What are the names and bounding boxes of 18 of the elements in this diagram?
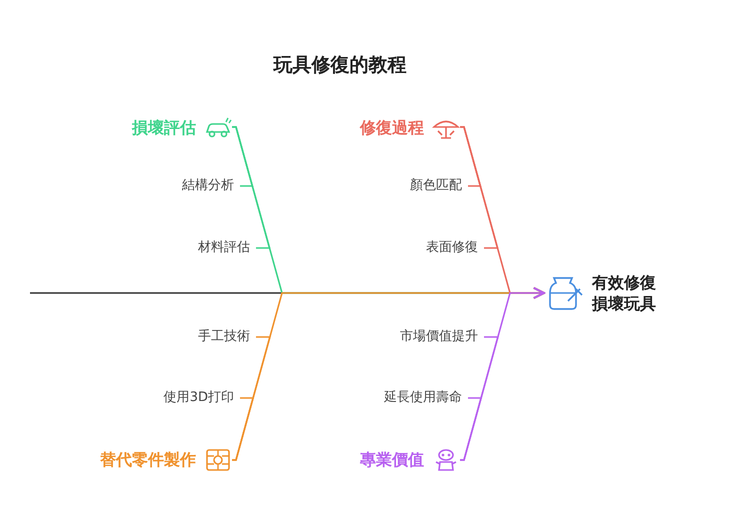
cause-line — [460, 397, 482, 461]
category-label: 專業價值 — [360, 450, 424, 470]
cause-line — [232, 397, 254, 461]
cause-label: 顏色匹配 — [410, 177, 462, 195]
cause-line — [460, 126, 499, 249]
cause-label: 結構分析 — [182, 177, 234, 195]
cause-line — [232, 126, 271, 249]
diagram-title: 玩具修復的教程 — [272, 53, 408, 78]
category-label: 替代零件製作 — [100, 450, 196, 470]
cause-label: 延長使用壽命 — [384, 389, 462, 407]
cause-label: 使用3D打印 — [164, 389, 234, 407]
cause-label: 市場價值提升 — [400, 328, 478, 346]
category-label: 損壞評估 — [132, 118, 196, 138]
cause-label: 表面修復 — [426, 239, 478, 257]
category-label: 修復過程 — [360, 118, 424, 138]
effect-label: 有效修復損壞玩具 — [592, 272, 657, 314]
cause-label: 材料評估 — [198, 239, 250, 257]
cause-label: 手工技術 — [198, 328, 250, 346]
